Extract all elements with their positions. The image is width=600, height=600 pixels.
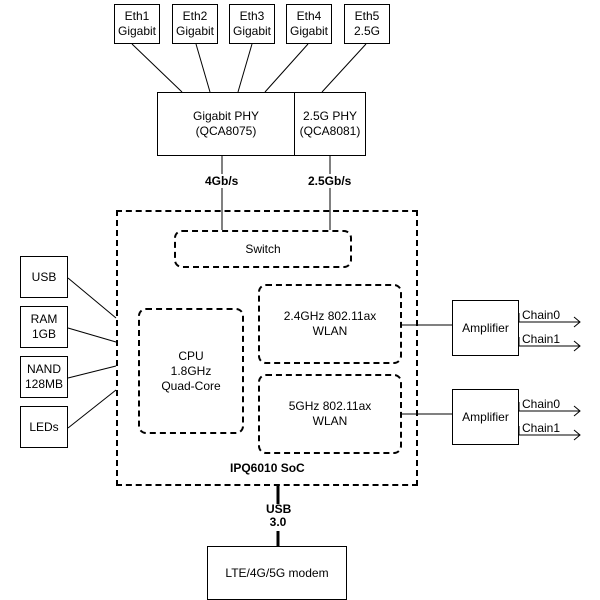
antenna-arrow-icon xyxy=(573,316,581,328)
cpu-title: CPU xyxy=(178,348,204,363)
port-eth4: Eth4 Gigabit xyxy=(286,4,332,44)
usb-label: USB xyxy=(31,269,57,284)
amp2-chain1-line xyxy=(518,426,580,436)
wlan-label: WLAN xyxy=(312,324,348,338)
port-name: Eth1 xyxy=(124,9,150,23)
port-speed: Gigabit xyxy=(175,24,215,38)
wlan-24ghz-block: 2.4GHz 802.11ax WLAN xyxy=(258,284,402,364)
modem-box: LTE/4G/5G modem xyxy=(207,546,347,600)
wlan-band: 5GHz 802.11ax xyxy=(288,399,372,413)
port-speed: Gigabit xyxy=(232,24,272,38)
switch-block: Switch xyxy=(174,230,352,268)
phy-title: 2.5G PHY xyxy=(302,109,358,123)
chain1-label-24ghz: Chain1 xyxy=(522,332,561,346)
antenna-arrow-icon xyxy=(573,340,581,352)
port-name: Eth3 xyxy=(239,9,265,23)
nand-box: NAND 128MB xyxy=(20,356,68,398)
port-speed: Gigabit xyxy=(117,24,157,38)
nand-label: NAND xyxy=(26,362,61,376)
usb-soc-line xyxy=(67,277,117,319)
25g-phy-box: 2.5G PHY (QCA8081) xyxy=(294,92,366,156)
usb-box: USB xyxy=(20,256,68,298)
usb30-line1: USB xyxy=(266,502,292,516)
leds-box: LEDs xyxy=(20,406,68,448)
usb30-label: USB 3.0 xyxy=(266,502,292,529)
wlan-label: WLAN xyxy=(312,414,348,428)
ram-box: RAM 1GB xyxy=(20,306,68,348)
ram-soc-line xyxy=(67,327,117,343)
cpu-frequency: 1.8GHz xyxy=(170,363,212,378)
amplifier-label: Amplifier xyxy=(462,320,509,335)
port-speed: 2.5G xyxy=(353,24,380,38)
amplifier-label: Amplifier xyxy=(462,409,509,424)
port-line-eth3 xyxy=(237,43,253,93)
ram-size: 1GB xyxy=(31,327,56,341)
phy-chip: (QCA8081) xyxy=(299,124,361,138)
port-eth2: Eth2 Gigabit xyxy=(172,4,218,44)
port-line-eth5 xyxy=(321,43,367,93)
leds-label: LEDs xyxy=(29,419,59,434)
port-name: Eth4 xyxy=(296,9,322,23)
amp1-chain0-line xyxy=(518,313,580,323)
port-eth5: Eth5 2.5G xyxy=(344,4,390,44)
usb30-line2: 3.0 xyxy=(269,515,287,529)
port-speed: Gigabit xyxy=(289,24,329,38)
amp2-chain0-line xyxy=(518,402,580,412)
chain0-label-24ghz: Chain0 xyxy=(522,308,561,322)
ram-label: RAM xyxy=(30,312,58,326)
nand-soc-line xyxy=(67,365,117,379)
modem-label: LTE/4G/5G modem xyxy=(225,565,329,580)
wlan-5ghz-block: 5GHz 802.11ax WLAN xyxy=(258,374,402,454)
soc-label: IPQ6010 SoC xyxy=(230,461,305,475)
antenna-arrow-icon xyxy=(573,429,581,441)
cpu-cores: Quad-Core xyxy=(161,378,221,393)
leds-soc-line xyxy=(67,389,117,429)
wlan-band: 2.4GHz 802.11ax xyxy=(283,309,377,323)
gigabit-phy-box: Gigabit PHY (QCA8075) xyxy=(157,92,295,156)
phy-title: Gigabit PHY xyxy=(192,109,260,123)
link-speed-4g: 4Gb/s xyxy=(205,174,239,188)
chain0-label-5ghz: Chain0 xyxy=(522,397,561,411)
port-eth3: Eth3 Gigabit xyxy=(229,4,275,44)
cpu-block: CPU 1.8GHz Quad-Core xyxy=(138,308,244,434)
port-line-eth2 xyxy=(195,43,211,93)
port-name: Eth2 xyxy=(182,9,208,23)
port-line-eth4 xyxy=(264,43,309,93)
soc-boundary xyxy=(116,210,418,486)
amplifier-24ghz: Amplifier xyxy=(452,300,519,356)
antenna-arrow-icon xyxy=(573,405,581,417)
phy-chip: (QCA8075) xyxy=(195,124,257,138)
link-speed-25g: 2.5Gb/s xyxy=(308,174,352,188)
chain1-label-5ghz: Chain1 xyxy=(522,421,561,435)
switch-label: Switch xyxy=(245,241,281,256)
port-line-eth1 xyxy=(131,43,183,93)
port-eth1: Eth1 Gigabit xyxy=(114,4,160,44)
amplifier-5ghz: Amplifier xyxy=(452,389,519,445)
amp1-chain1-line xyxy=(518,337,580,347)
port-name: Eth5 xyxy=(354,9,380,23)
nand-size: 128MB xyxy=(24,377,64,391)
